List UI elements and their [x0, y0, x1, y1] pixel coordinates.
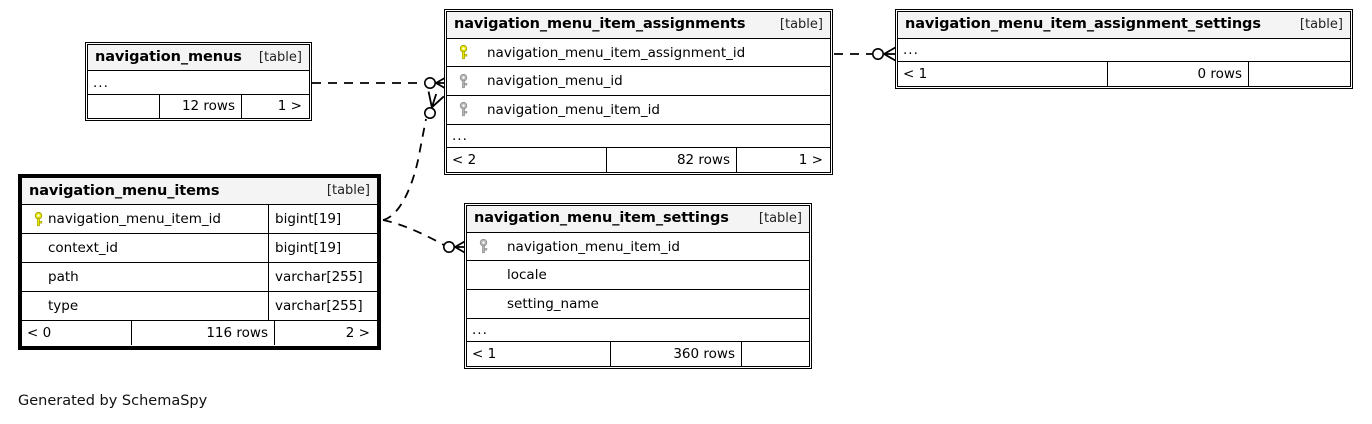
- column-name: locale: [507, 267, 547, 284]
- footer-children: 1 >: [241, 94, 309, 118]
- table-type-tag: [table]: [326, 183, 370, 198]
- table-navigation-menu-item-settings[interactable]: navigation_menu_item_settings [table] n: [464, 203, 812, 369]
- more-columns-ellipsis: ...: [88, 71, 309, 95]
- table-row[interactable]: type varchar[255]: [22, 292, 377, 321]
- table-type-tag: [table]: [1299, 16, 1343, 32]
- more-columns-ellipsis: ...: [447, 125, 830, 149]
- footer-row-count: 82 rows: [606, 148, 736, 172]
- table-row[interactable]: context_id bigint[19]: [22, 234, 377, 263]
- edge-menus-to-assignments: [312, 74, 451, 92]
- edge-items-to-item-settings: [382, 219, 470, 256]
- footer-children: 2 >: [274, 321, 377, 345]
- table-footer: < 0 116 rows 2 >: [22, 320, 377, 345]
- table-title: navigation_menus: [95, 49, 242, 66]
- footer-row-count: 12 rows: [159, 94, 241, 118]
- footer-row-count: 116 rows: [131, 321, 274, 345]
- foreign-key-icon: [453, 102, 473, 117]
- more-columns-ellipsis: ...: [467, 319, 809, 343]
- table-header: navigation_menu_item_settings [table]: [467, 206, 809, 233]
- table-title: navigation_menu_items: [29, 182, 220, 199]
- table-row[interactable]: path varchar[255]: [22, 263, 377, 292]
- column-name: navigation_menu_item_id: [487, 101, 660, 118]
- footer-parents: < 1: [903, 66, 928, 83]
- table-header: navigation_menu_item_assignment_settings…: [898, 12, 1350, 39]
- table-footer: 12 rows 1 >: [88, 93, 309, 118]
- primary-key-icon: [28, 211, 48, 227]
- edge-items-to-assignments: [382, 90, 445, 221]
- table-header: navigation_menu_item_assignments [table]: [447, 12, 830, 39]
- table-row[interactable]: navigation_menu_id: [447, 67, 830, 96]
- table-row[interactable]: setting_name: [467, 290, 809, 319]
- foreign-key-icon: [453, 73, 473, 89]
- table-type-tag: [table]: [779, 16, 823, 32]
- column-name: navigation_menu_item_id: [507, 238, 680, 255]
- table-header: navigation_menu_items [table]: [22, 178, 377, 205]
- table-row[interactable]: navigation_menu_item_id bigint[19]: [22, 205, 377, 234]
- column-name: navigation_menu_item_assignment_id: [487, 44, 746, 61]
- table-navigation-menu-items[interactable]: navigation_menu_items [table] navigation…: [18, 174, 381, 350]
- footer-row-count: 0 rows: [1107, 62, 1248, 87]
- table-title: navigation_menu_item_settings: [474, 210, 729, 227]
- column-name: navigation_menu_item_id: [48, 211, 221, 227]
- footer-children: [741, 342, 809, 366]
- table-row[interactable]: navigation_menu_item_id: [447, 96, 830, 125]
- footer-parents: < 1: [472, 346, 497, 363]
- table-navigation-menus[interactable]: navigation_menus [table] ... 12 rows 1 >: [85, 42, 312, 121]
- table-type-tag: [table]: [758, 210, 802, 226]
- column-name: type: [48, 298, 79, 314]
- table-header: navigation_menus [table]: [88, 45, 309, 72]
- column-name: navigation_menu_id: [487, 73, 623, 90]
- column-name: path: [48, 269, 79, 285]
- column-type: varchar[255]: [268, 263, 377, 291]
- column-type: bigint[19]: [268, 234, 377, 262]
- column-name: context_id: [48, 240, 118, 256]
- foreign-key-icon: [473, 239, 493, 254]
- edge-assignments-to-assignment-settings: [834, 45, 899, 63]
- table-title: navigation_menu_item_assignments: [454, 16, 746, 33]
- table-navigation-menu-item-assignments[interactable]: navigation_menu_item_assignments [table]: [444, 9, 833, 175]
- footer-children: [1248, 62, 1350, 87]
- footer-row-count: 360 rows: [610, 342, 741, 366]
- table-footer: < 2 82 rows 1 >: [447, 147, 830, 172]
- table-row[interactable]: navigation_menu_item_assignment_id: [447, 39, 830, 68]
- footer-parents: < 0: [27, 325, 52, 341]
- footer-children: 1 >: [736, 148, 830, 172]
- column-type: varchar[255]: [268, 292, 377, 320]
- table-footer: < 1 360 rows: [467, 341, 809, 366]
- table-footer: < 1 0 rows: [898, 61, 1350, 87]
- footer-parents: < 2: [452, 152, 477, 169]
- table-row[interactable]: navigation_menu_item_id: [467, 233, 809, 262]
- footer-parents: [88, 95, 159, 118]
- table-row[interactable]: locale: [467, 261, 809, 290]
- table-title: navigation_menu_item_assignment_settings: [905, 16, 1261, 33]
- column-type: bigint[19]: [268, 205, 377, 233]
- table-navigation-menu-item-assignment-settings[interactable]: navigation_menu_item_assignment_settings…: [895, 9, 1353, 89]
- generated-by-caption: Generated by SchemaSpy: [18, 393, 208, 409]
- table-type-tag: [table]: [258, 49, 302, 65]
- more-columns-ellipsis: ...: [898, 39, 1350, 63]
- column-name: setting_name: [507, 295, 599, 312]
- primary-key-icon: [453, 45, 473, 60]
